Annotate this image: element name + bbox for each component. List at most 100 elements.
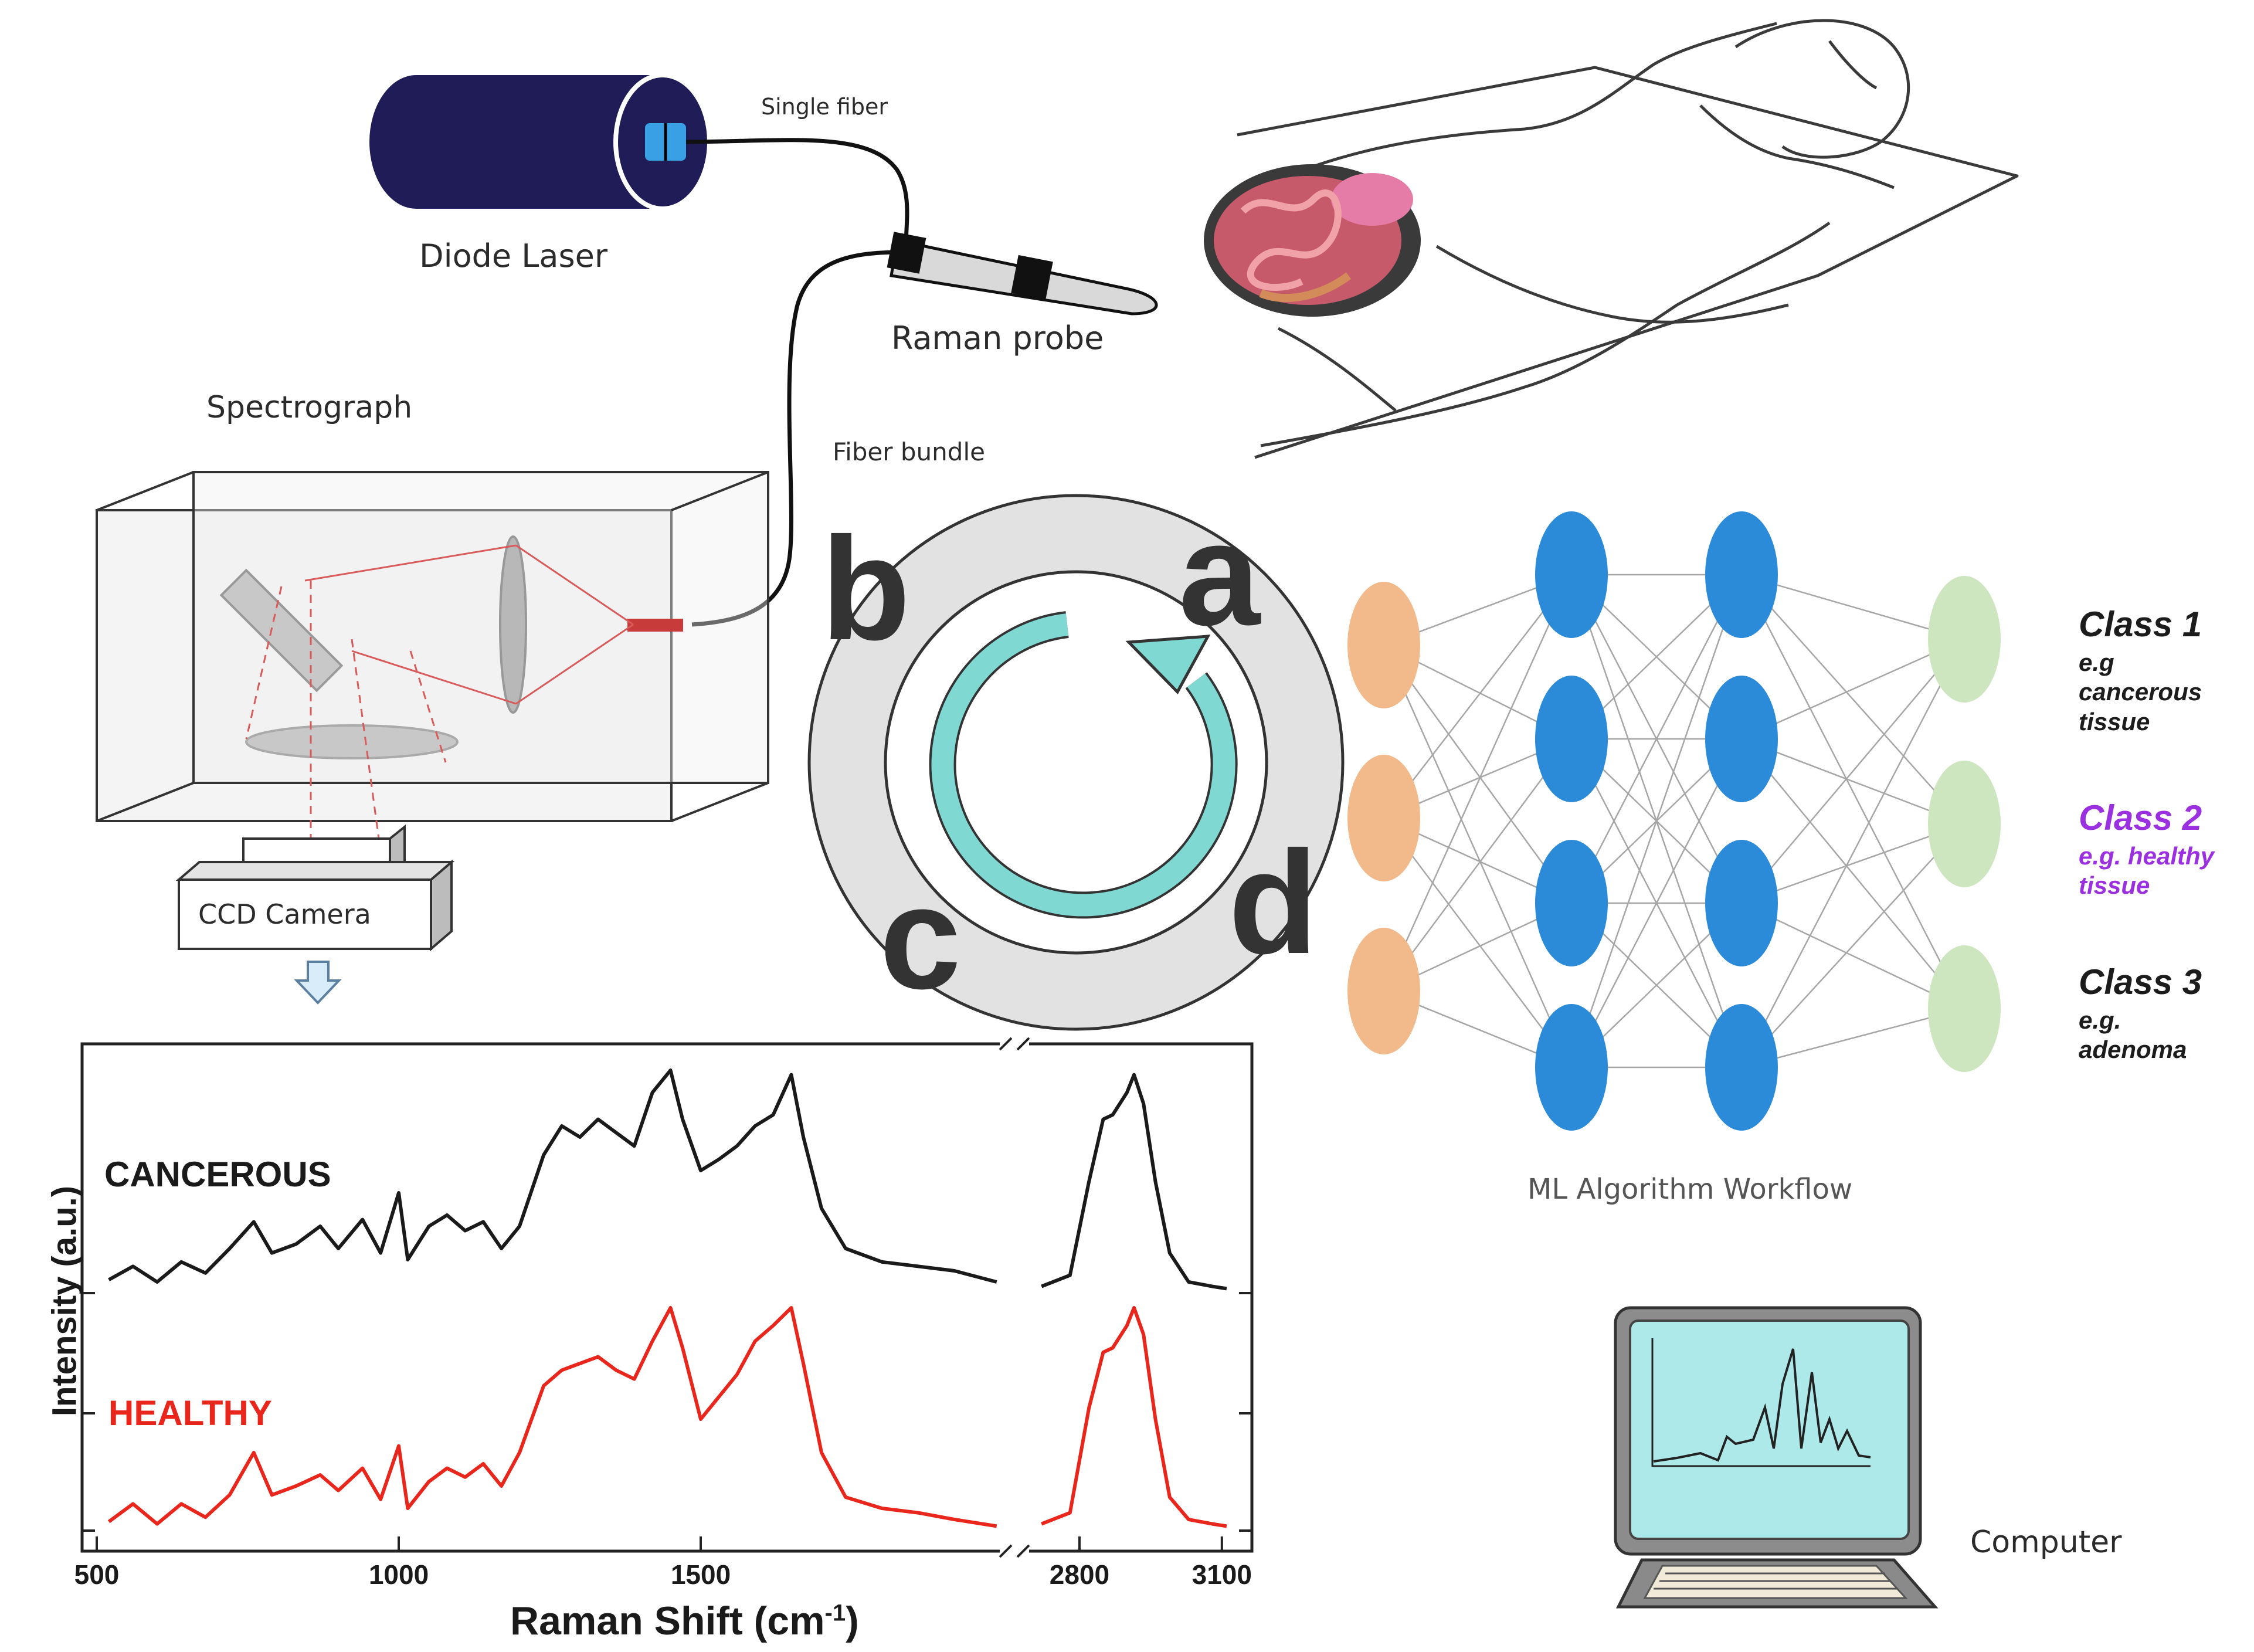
spectrum-line-cancerous-right (1041, 1073, 1227, 1291)
network-connection (1383, 644, 1573, 1068)
network-connection (1741, 574, 1965, 640)
class-3-title: Class 3 (2079, 962, 2202, 1002)
network-connections (1383, 574, 1966, 1068)
network-connection (1740, 639, 1966, 1068)
axis-ticks (82, 1292, 1252, 1551)
plot-frame (80, 1042, 1254, 1553)
network-connection (1741, 738, 1965, 1009)
diode-laser (369, 73, 712, 211)
cycle-step-d: d (1228, 820, 1318, 984)
down-arrow-icon (294, 961, 342, 1005)
network-connection (1570, 574, 1743, 904)
x-tick-label: 500 (74, 1559, 120, 1590)
x-axis-label-exponent: -1 (824, 1600, 846, 1626)
patient-head (1734, 19, 1910, 159)
network-connection (1741, 1008, 1965, 1068)
network-connection (1741, 639, 1965, 904)
class-1-title: Class 1 (2079, 605, 2202, 644)
x-axis-label-end: ) (846, 1599, 859, 1643)
class-1-subtitle-line: e.g (2079, 649, 2114, 676)
hidden-neuron (1705, 676, 1778, 802)
raman-probe-label: Raman probe (891, 320, 1104, 357)
hidden-neuron (1535, 1004, 1608, 1131)
x-tick-label: 1500 (670, 1559, 731, 1590)
class-2-subtitle-line: e.g. healthy (2079, 842, 2215, 870)
fiber-bundle (691, 250, 901, 627)
raman-probe (887, 232, 1158, 316)
spectrograph-light-paths (245, 544, 634, 857)
network-connection (1740, 574, 1966, 1009)
hidden-neuron (1535, 676, 1608, 802)
mirror-plate (245, 724, 459, 759)
cycle-step-b: b (821, 507, 911, 670)
network-connection (1741, 638, 1965, 740)
input-neuron (1347, 582, 1420, 708)
fiber-bundle-label: Fiber bundle (833, 437, 985, 466)
input-neuron (1347, 755, 1420, 881)
ccd-camera-label: CCD Camera (198, 898, 371, 930)
x-axis-label: Raman Shift (cm-1) (510, 1598, 859, 1644)
class-2-title: Class 2 (2079, 798, 2202, 837)
hidden-neuron (1535, 840, 1608, 966)
network-connection (1741, 902, 1965, 1010)
fiber-input (627, 619, 683, 632)
network-connection (1383, 738, 1573, 992)
class-1-subtitle-line: cancerous (2079, 678, 2202, 706)
patient-illustration (1237, 19, 2019, 459)
input-neuron (1347, 928, 1420, 1054)
network-connection (1383, 574, 1573, 992)
output-neuron (1928, 945, 2001, 1072)
series-label-healthy: HEALTHY (108, 1393, 272, 1433)
network-connection (1570, 738, 1743, 1068)
hidden-neuron (1705, 1004, 1778, 1131)
class-3-subtitle-line: e.g. (2079, 1006, 2121, 1034)
network-connection (1741, 823, 1965, 1068)
class-3-subtitle: e.g. adenoma (2079, 1006, 2187, 1065)
network-connection (1383, 644, 1573, 904)
hidden-neuron (1705, 840, 1778, 966)
cycle-step-c: c (880, 856, 962, 1019)
screen-spectrum (1653, 1348, 1871, 1463)
x-tick-label: 2800 (1049, 1559, 1110, 1590)
optical-fibers (685, 138, 909, 627)
spectrum-line-healthy-right (1041, 1306, 1227, 1528)
cycle-step-a: a (1179, 492, 1261, 656)
class-1-subtitle-line: tissue (2079, 707, 2150, 735)
network-connection (1741, 738, 1965, 825)
spectrum-line-healthy-left (107, 1306, 997, 1528)
computer-label: Computer (1970, 1525, 2122, 1560)
x-tick-label: 3100 (1192, 1559, 1252, 1590)
class-1-subtitle: e.g cancerous tissue (2079, 648, 2202, 737)
y-axis-label: Intensity (a.u.) (45, 1185, 84, 1417)
output-neuron (1928, 576, 2001, 703)
ml-workflow-label: ML Algorithm Workflow (1527, 1173, 1853, 1206)
class-3-subtitle-line: adenoma (2079, 1036, 2187, 1064)
network-neurons (1347, 511, 2001, 1131)
raman-spectra-chart (80, 1035, 1254, 1560)
class-2-subtitle: e.g. healthy tissue (2079, 842, 2214, 901)
focusing-lens (499, 535, 527, 714)
network-connection (1741, 574, 1965, 825)
spectrograph-label: Spectrograph (206, 390, 413, 425)
series-label-cancerous: CANCEROUS (104, 1155, 331, 1194)
diode-laser-label: Diode Laser (419, 238, 608, 274)
hidden-neuron (1705, 511, 1778, 638)
spectrum-line-cancerous-left (108, 1068, 997, 1284)
intestine-organs (1204, 164, 1421, 317)
output-neuron (1928, 761, 2001, 887)
ccd-camera (175, 824, 455, 952)
network-connection (1570, 574, 1743, 1068)
spectrum-lines (107, 1068, 1227, 1528)
single-fiber-label: Single fiber (761, 94, 888, 120)
network-connection (1383, 574, 1572, 819)
x-tick-label: 1000 (368, 1559, 429, 1590)
spectrograph (96, 471, 769, 822)
single-fiber (685, 138, 909, 247)
network-connection (1383, 817, 1572, 1068)
workflow-cycle (807, 494, 1345, 1031)
network-connection (1741, 823, 1965, 904)
class-2-subtitle-line: tissue (2079, 871, 2150, 900)
x-axis-label-text: Raman Shift (cm (510, 1599, 825, 1643)
